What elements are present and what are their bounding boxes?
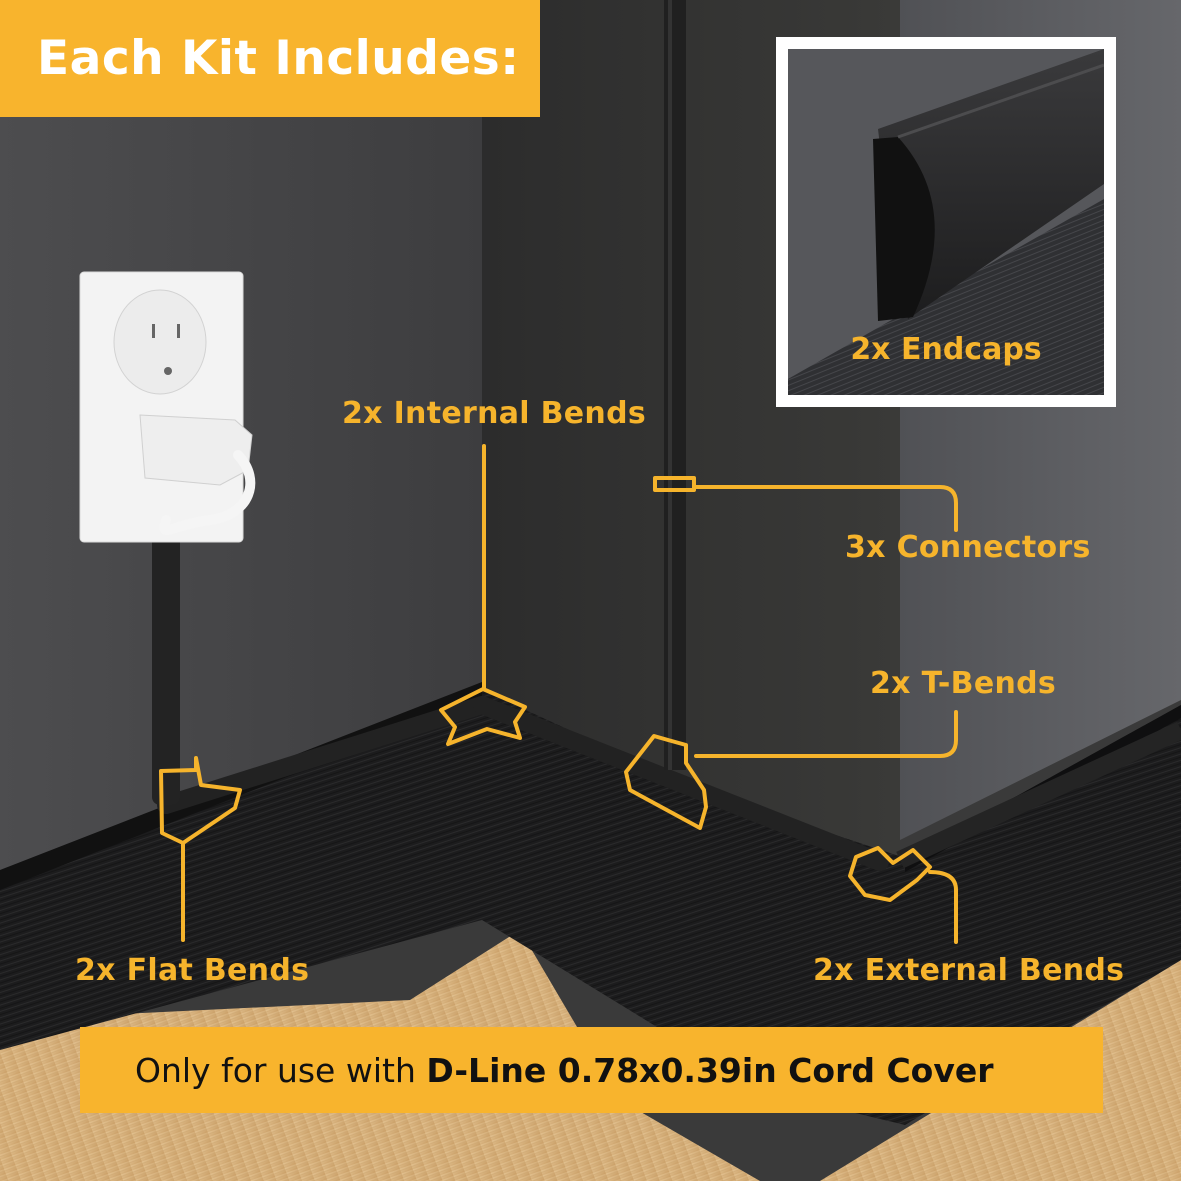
compatibility-banner: Only for use with D-Line 0.78x0.39in Cor…	[80, 1027, 1103, 1113]
compatibility-text: Only for use with D-Line 0.78x0.39in Cor…	[135, 1051, 994, 1090]
compatibility-prefix: Only for use with	[135, 1050, 427, 1090]
connectors-label: 3x Connectors	[845, 530, 1091, 565]
t-bends-label: 2x T-Bends	[870, 666, 1057, 701]
external-bends-label: 2x External Bends	[813, 953, 1125, 988]
endcaps-inset-image: 2x Endcaps	[788, 49, 1104, 395]
compatibility-product: D-Line 0.78x0.39in Cord Cover	[426, 1050, 994, 1090]
title-banner: Each Kit Includes:	[0, 0, 540, 117]
internal-bends-label: 2x Internal Bends	[342, 396, 647, 431]
endcaps-label: 2x Endcaps	[850, 332, 1042, 367]
endcaps-inset: 2x Endcaps	[776, 37, 1116, 407]
flat-bends-label: 2x Flat Bends	[75, 953, 310, 988]
page-title: Each Kit Includes:	[37, 31, 520, 86]
endcap-illustration	[788, 49, 1104, 395]
